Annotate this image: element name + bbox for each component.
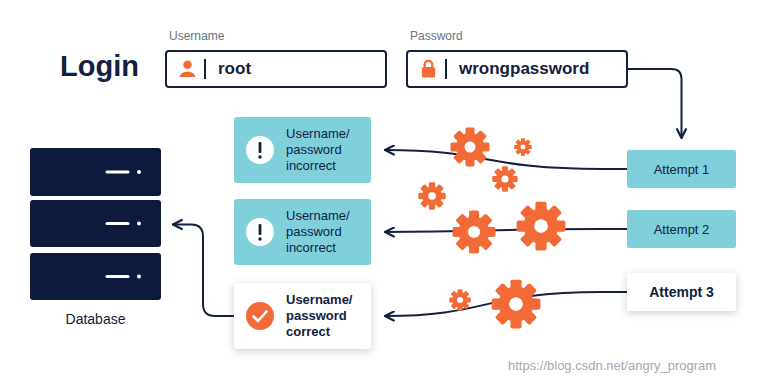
gear: [449, 289, 470, 310]
gear: [453, 211, 496, 254]
attempt-box: Attempt 1: [627, 150, 736, 188]
watermark: https://blog.csdn.net/angry_program: [508, 358, 716, 373]
user-icon: [178, 59, 197, 78]
gear: [492, 166, 517, 191]
lock-icon: [419, 59, 438, 78]
message-text: Username/ password correct: [286, 292, 367, 340]
gear: [418, 182, 445, 209]
input-field: Passwordwrongpassword: [406, 50, 628, 88]
database-label: Database: [30, 311, 161, 327]
warning-icon: [245, 135, 275, 165]
field-value: root: [218, 52, 251, 86]
attempt-box: Attempt 3: [627, 273, 736, 311]
attempt-label: Attempt 1: [654, 162, 710, 177]
attempt-label: Attempt 2: [654, 222, 710, 237]
database-node: Database: [30, 148, 161, 301]
field-separator: [445, 59, 447, 79]
attempt-label: Attempt 3: [649, 284, 714, 300]
message-text: Username/ password incorrect: [286, 126, 367, 174]
warning-icon: [245, 217, 275, 247]
connector-arrow: [385, 150, 627, 169]
gear: [451, 128, 490, 167]
gear: [517, 202, 566, 251]
message-box: Username/ password incorrect: [234, 199, 371, 265]
field-label: Username: [169, 29, 224, 43]
connector-arrow: [628, 69, 682, 138]
database-stack: [30, 148, 161, 301]
field-separator: [204, 59, 206, 79]
diagram-title: Login: [60, 50, 139, 83]
message-box: Username/ password incorrect: [234, 117, 371, 183]
connector-arrow: [385, 229, 627, 232]
message-box: Username/ password correct: [234, 283, 371, 349]
attempt-box: Attempt 2: [627, 210, 736, 248]
field-value: wrongpassword: [459, 52, 589, 86]
connector-arrow: [173, 225, 234, 317]
check-icon: [245, 301, 275, 331]
message-text: Username/ password incorrect: [286, 208, 367, 256]
input-field: Usernameroot: [165, 50, 387, 88]
gear: [492, 280, 541, 329]
field-label: Password: [410, 29, 463, 43]
gear: [514, 138, 532, 156]
